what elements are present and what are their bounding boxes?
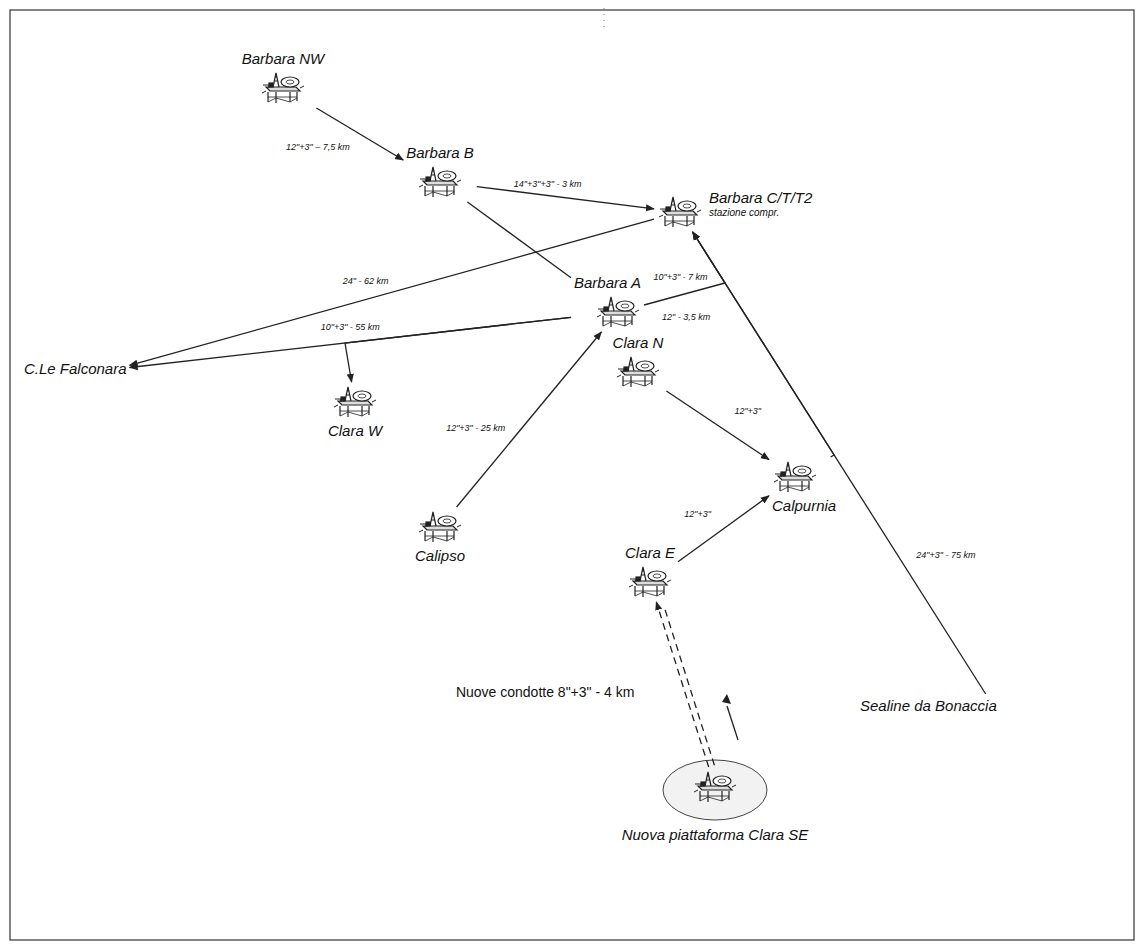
platform-name: Clara W <box>328 422 382 440</box>
platform-node: Clara E <box>625 544 675 599</box>
new-platform-area <box>663 760 767 820</box>
pipeline <box>693 232 986 694</box>
pipe-label: 12"+3" – 7,5 km <box>284 142 352 153</box>
platform-name: Calpurnia <box>772 497 836 515</box>
platform-name: Barbara NW <box>242 50 325 68</box>
platform-name: Barbara A <box>574 274 641 292</box>
platform-icon <box>657 195 703 229</box>
platform-name: Barbara B <box>406 144 474 162</box>
pipe-label: 10"+3" - 7 km <box>651 272 709 283</box>
pipeline <box>693 232 834 457</box>
pipeline <box>644 232 725 305</box>
platform-name: Barbara C/T/T2 <box>709 189 812 207</box>
platform-node: Barbara B <box>406 144 474 199</box>
platform-name: Sealine da Bonaccia <box>860 697 997 715</box>
endpoint-label: Sealine da Bonaccia <box>860 697 997 715</box>
pipe-label: Nuove condotte 8"+3" - 4 km <box>454 684 636 701</box>
platform-icon <box>772 460 818 494</box>
platform-name: Nuova piattaforma Clara SE <box>622 826 809 844</box>
platform-note: stazione compr. <box>709 207 812 219</box>
platform-name: Clara N <box>613 334 664 352</box>
platform-name: Clara E <box>625 544 675 562</box>
flow-arrow <box>727 706 738 740</box>
pipeline <box>130 219 654 365</box>
platform-node: Barbara C/T/T2stazione compr. <box>657 195 812 229</box>
pipeline <box>666 391 769 460</box>
endpoint-label: C.Le Falconara <box>24 360 127 378</box>
pipe-label: 12"+3" - 25 km <box>444 423 507 434</box>
pipe-label: 12" - 3,5 km <box>660 312 712 323</box>
platform-icon <box>417 510 463 544</box>
frame <box>10 10 1134 940</box>
platform-icon <box>332 385 378 419</box>
scan-mark <box>604 8 605 30</box>
platform-icon <box>417 165 463 199</box>
platform-node: Calpurnia <box>772 460 836 515</box>
new-pipeline-second <box>665 610 714 766</box>
platform-icon <box>627 565 673 599</box>
platform-node: Clara W <box>328 385 382 440</box>
pipeline <box>457 332 602 507</box>
platform-node: Barbara A <box>574 274 641 329</box>
new-pipeline <box>656 602 708 767</box>
pipe-label: 14"+3"+3" - 3 km <box>512 179 584 190</box>
platform-name: C.Le Falconara <box>24 360 127 378</box>
pipe-label: 24" - 62 km <box>341 276 391 287</box>
platform-icon <box>692 770 738 804</box>
pipeline <box>678 496 769 562</box>
flow-arrow-head <box>722 694 731 704</box>
pipe-label: 12"+3" <box>732 406 763 417</box>
platform-node: Nuova piattaforma Clara SE <box>622 770 809 844</box>
pipe-label: 24"+3" - 75 km <box>914 550 977 561</box>
platform-node: Barbara NW <box>242 50 325 105</box>
pipe-label: 12"+3" <box>682 509 713 520</box>
pipe-label: 10"+3" - 55 km <box>319 322 382 333</box>
platform-node: Calipso <box>415 510 465 565</box>
platform-icon <box>260 71 306 105</box>
platform-name: Calipso <box>415 547 465 565</box>
platform-icon <box>615 355 661 389</box>
platform-node: Clara N <box>613 334 664 389</box>
platform-icon <box>595 295 641 329</box>
